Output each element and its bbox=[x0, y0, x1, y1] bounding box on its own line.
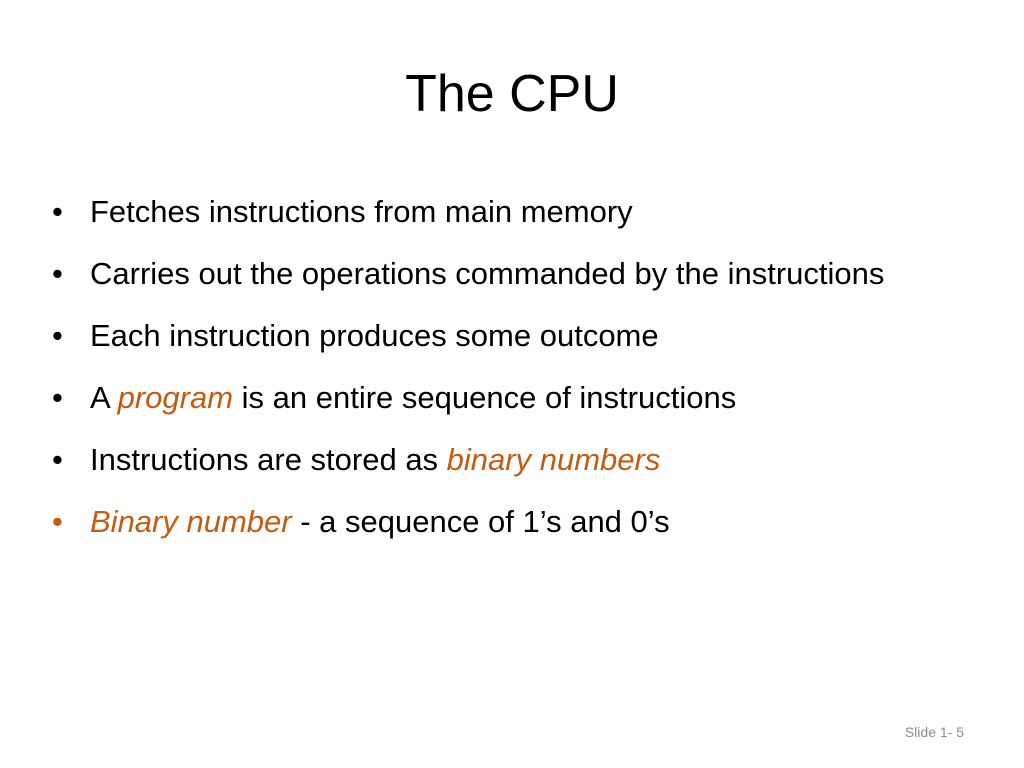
bullet-item: • Fetches instructions from main memory bbox=[50, 192, 950, 232]
bullet-list: • Fetches instructions from main memory … bbox=[50, 192, 950, 564]
slide-number: Slide 1- 5 bbox=[904, 724, 964, 740]
bullet-dot-icon: • bbox=[52, 194, 63, 229]
bullet-item: • Binary number - a sequence of 1’s and … bbox=[50, 502, 950, 542]
bullet-text: Carries out the operations commanded by … bbox=[90, 256, 885, 291]
bullet-item: • Each instruction produces some outcome bbox=[50, 316, 950, 356]
bullet-item: • A program is an entire sequence of ins… bbox=[50, 378, 950, 418]
bullet-text-post: - a sequence of 1’s and 0’s bbox=[291, 504, 670, 539]
bullet-emphasis: program bbox=[117, 380, 234, 415]
bullet-text: Each instruction produces some outcome bbox=[90, 318, 659, 353]
bullet-text-pre: Instructions are stored as bbox=[90, 442, 447, 477]
slide-title: The CPU bbox=[405, 65, 619, 123]
bullet-text: Fetches instructions from main memory bbox=[90, 194, 633, 229]
bullet-dot-icon: • bbox=[52, 504, 63, 539]
bullet-text-post: is an entire sequence of instructions bbox=[233, 380, 737, 415]
bullet-item: • Carries out the operations commanded b… bbox=[50, 254, 950, 294]
bullet-text-pre: A bbox=[90, 380, 118, 415]
bullet-dot-icon: • bbox=[52, 442, 63, 477]
bullet-dot-icon: • bbox=[52, 256, 63, 291]
bullet-dot-icon: • bbox=[52, 318, 63, 353]
bullet-emphasis: Binary number bbox=[90, 504, 292, 539]
bullet-item: • Instructions are stored as binary numb… bbox=[50, 440, 950, 480]
bullet-dot-icon: • bbox=[52, 380, 63, 415]
bullet-emphasis: binary numbers bbox=[446, 442, 661, 477]
